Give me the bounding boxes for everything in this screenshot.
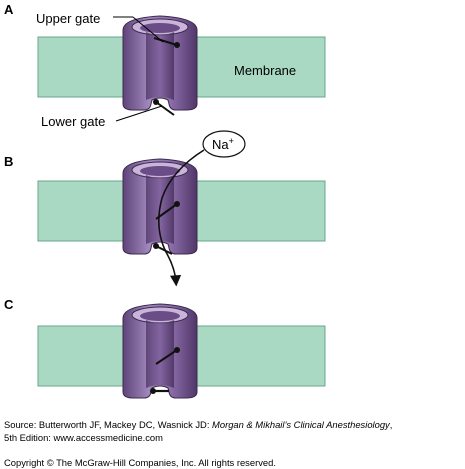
panel-c: C [4,297,326,399]
panel-letter-b: B [4,154,13,169]
source-book-title: Morgan & Mikhail’s Clinical Anesthesiolo… [212,419,390,430]
sodium-ion-bubble [202,130,246,158]
panel-letter-a: A [4,2,14,17]
panel-b: B Na+ [4,130,326,287]
source-citation: Source: Butterworth JF, Mackey DC, Wasni… [4,418,392,444]
upper-gate-c [155,349,178,365]
lower-gate-label: Lower gate [41,114,105,129]
lower-gate-leader [115,105,163,122]
membrane-label: Membrane [234,63,296,78]
source-line-2: 5th Edition: www.accessmedicine.com [4,432,163,443]
upper-gate-a [153,37,178,46]
channel-a [122,15,198,111]
source-prefix: Source: Butterworth JF, Mackey DC, Wasni… [4,419,213,430]
panel-a: A Upper gate Lower gate Membrane [4,2,326,129]
sodium-ion-label: Na+ [212,136,234,152]
upper-gate-leader-2 [132,16,164,43]
panel-letter-c: C [4,297,14,312]
source-suffix: , [389,419,393,430]
lower-gate-a [155,101,175,116]
copyright-notice: Copyright © The McGraw-Hill Companies, I… [4,457,276,468]
channel-c [122,303,198,399]
channel-b [122,158,198,255]
upper-gate-label: Upper gate [36,11,100,26]
ion-flow-arrow [158,149,205,287]
